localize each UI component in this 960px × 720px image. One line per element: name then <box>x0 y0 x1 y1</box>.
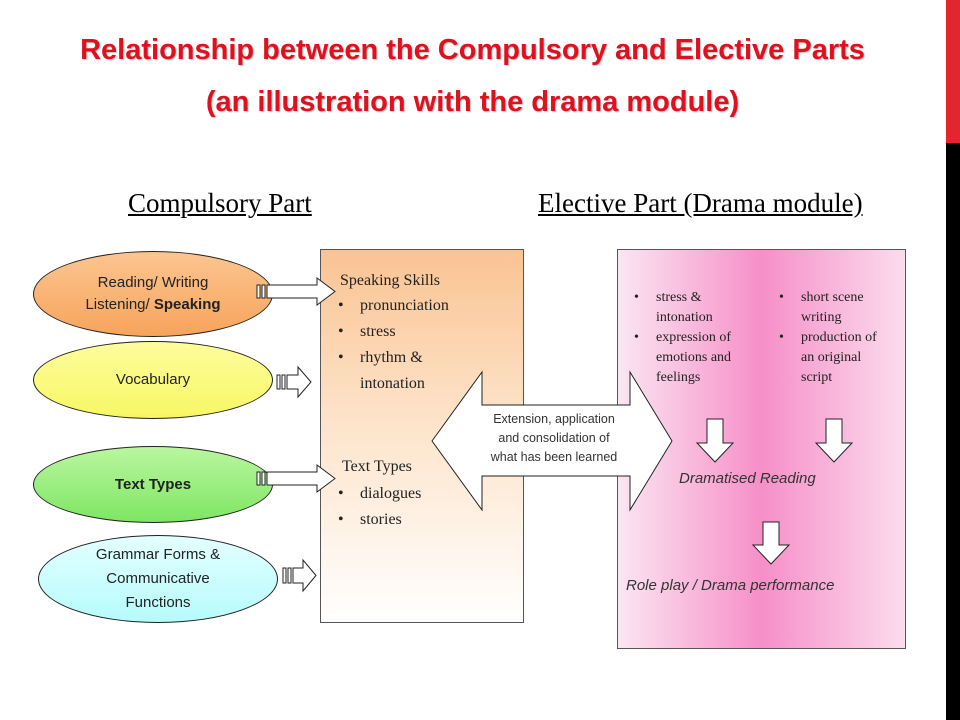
down-arrow-center <box>751 521 791 565</box>
arrow-grammar-to-box <box>282 558 317 593</box>
list-item: stress &intonation <box>634 288 764 328</box>
arrow-reading-to-box <box>256 277 336 306</box>
text-types-ellipse: Text Types <box>33 446 273 523</box>
right-accent-bar <box>946 0 960 720</box>
dramatised-reading-label: Dramatised Reading <box>679 470 816 487</box>
right-accent-bar-red <box>946 0 960 143</box>
elective-skills-list: stress &intonation expression ofemotions… <box>634 288 764 388</box>
role-play-label: Role play / Drama performance <box>626 577 835 594</box>
speaking-skills-list: pronunciation stress rhythm &intonation <box>338 293 449 397</box>
text-types-heading: Text Types <box>342 458 412 475</box>
page-title: Relationship between the Compulsory and … <box>80 34 865 66</box>
down-arrow-left <box>695 418 735 463</box>
extension-callout-text: Extension, application and consolidation… <box>490 412 618 464</box>
vocabulary-ellipse: Vocabulary <box>33 341 273 419</box>
speaking-label: Speaking <box>153 296 221 313</box>
page-subtitle: (an illustration with the drama module) <box>205 86 740 118</box>
list-item: rhythm &intonation <box>338 345 449 397</box>
list-item: dialogues <box>338 481 421 507</box>
list-item: stress <box>338 319 449 345</box>
down-arrow-right <box>814 418 854 463</box>
speaking-skills-heading: Speaking Skills <box>340 272 441 289</box>
reading-writing-label: Reading/ Writing <box>97 274 209 291</box>
extension-callout-arrow <box>431 370 673 512</box>
reading-writing-listening-speaking-ellipse: Reading/ Writing Listening/ Speaking <box>33 251 273 337</box>
compulsory-part-heading: Compulsory Part <box>128 188 312 218</box>
arrow-vocabulary-to-box <box>276 365 312 399</box>
elective-part-heading: Elective Part (Drama module) <box>538 188 863 218</box>
grammar-line2: Communicative <box>106 570 210 587</box>
text-types-label: Text Types <box>114 475 192 493</box>
grammar-line3: Functions <box>125 594 191 611</box>
list-item: stories <box>338 507 421 533</box>
listening-label: Listening/ <box>85 296 154 313</box>
grammar-communicative-ellipse: Grammar Forms & Communicative Functions <box>38 535 278 623</box>
arrow-texttypes-to-box <box>256 464 336 493</box>
text-types-list: dialogues stories <box>338 481 421 533</box>
grammar-line1: Grammar Forms & <box>95 546 221 563</box>
vocabulary-label: Vocabulary <box>115 371 191 388</box>
list-item: pronunciation <box>338 293 449 319</box>
